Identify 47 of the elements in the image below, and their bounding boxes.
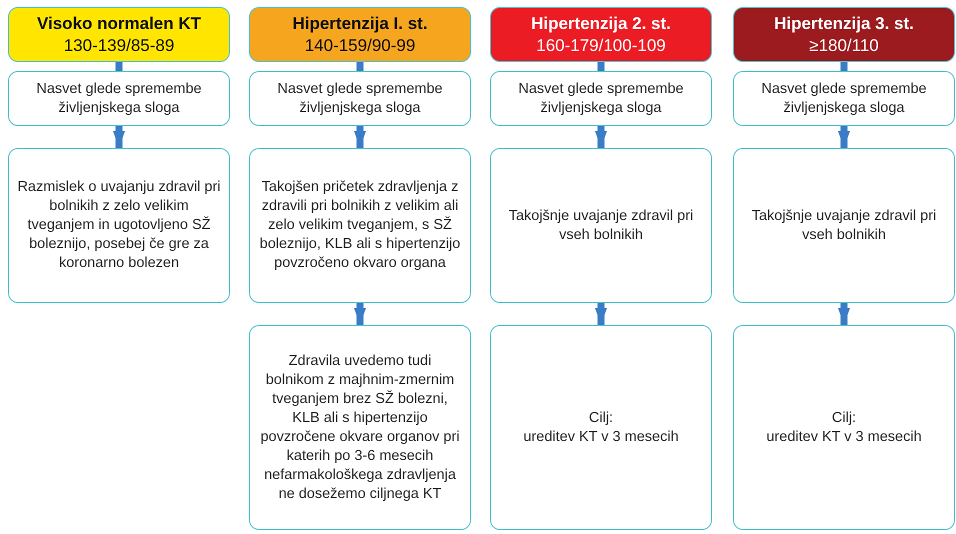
box-text: Nasvet glede spremembe življenjskega sloga — [276, 80, 444, 118]
connector-bar — [116, 62, 122, 71]
process-box — [733, 71, 955, 126]
process-box — [490, 71, 712, 126]
goal-heading: Cilj: — [832, 408, 856, 428]
stage-title: Hipertenzija 2. st. — [531, 12, 671, 34]
stage-header-box — [249, 7, 471, 62]
arrow — [113, 126, 125, 148]
box-text: Takojšnje uvajanje zdravil pri vseh bolnikih — [750, 206, 938, 244]
process-box — [490, 148, 712, 303]
connector-bar — [598, 62, 604, 71]
box-text: Nasvet glede spremembe življenjskega sloga — [760, 80, 928, 118]
process-box — [249, 148, 471, 303]
process-box — [249, 71, 471, 126]
box-text: ureditev KT v 3 mesecih — [766, 428, 922, 446]
box-text: Razmislek o uvajanju zdravil pri bolnikih z zelo velikim tveganjem in ugotovljeno SŽ boleznijo, posebej če gre za koronarno bolezen — [17, 178, 221, 273]
pressure-range: ≥180/110 — [809, 34, 879, 56]
pressure-range: 130-139/85-89 — [64, 34, 174, 56]
box-text: Takojšnje uvajanje zdravil pri vseh bolnikih — [508, 206, 694, 244]
arrow — [838, 303, 850, 325]
process-box — [490, 325, 712, 530]
process-box — [733, 325, 955, 530]
box-text: Zdravila uvedemo tudi bolnikom z majhnim-zmernim tveganjem brez SŽ bolezni, KLB ali s hipertenzijo povzročene okvare organov pri katerih po 3-6 mesecih nefarmakološkega zdravljenja ne dosežemo ciljnega KT — [259, 352, 461, 504]
stage-header-box — [490, 7, 712, 62]
box-text: Nasvet glede spremembe življenjskega sloga — [35, 80, 203, 118]
stage-title: Hipertenzija I. st. — [292, 12, 428, 34]
pressure-range: 160-179/100-109 — [536, 34, 666, 56]
box-text: Takojšen pričetek zdravljenja z zdravili pri bolnikih z velikim ali zelo velikim tveganjem, s SŽ boleznijo, KLB ali s hipertenzijo povzročeno okvaro organa — [258, 178, 462, 273]
arrow — [354, 303, 366, 325]
process-box — [8, 148, 230, 303]
process-box — [249, 325, 471, 530]
connector-bar — [356, 62, 364, 71]
goal-heading: Cilj: — [588, 408, 614, 428]
stage-header-box — [8, 7, 230, 62]
box-text: Nasvet glede spremembe življenjskega sloga — [517, 80, 685, 118]
process-box — [733, 148, 955, 303]
stage-title: Visoko normalen KT — [36, 12, 202, 34]
arrow — [354, 126, 366, 148]
process-box — [8, 71, 230, 126]
arrow — [595, 303, 607, 325]
stage-header-box — [733, 7, 955, 62]
arrow — [595, 126, 607, 148]
box-text: ureditev KT v 3 mesecih — [523, 428, 679, 446]
arrow — [838, 126, 850, 148]
stage-title: Hipertenzija 3. st. — [774, 12, 914, 34]
pressure-range: 140-159/90-99 — [304, 34, 416, 56]
connector-bar — [840, 62, 848, 71]
